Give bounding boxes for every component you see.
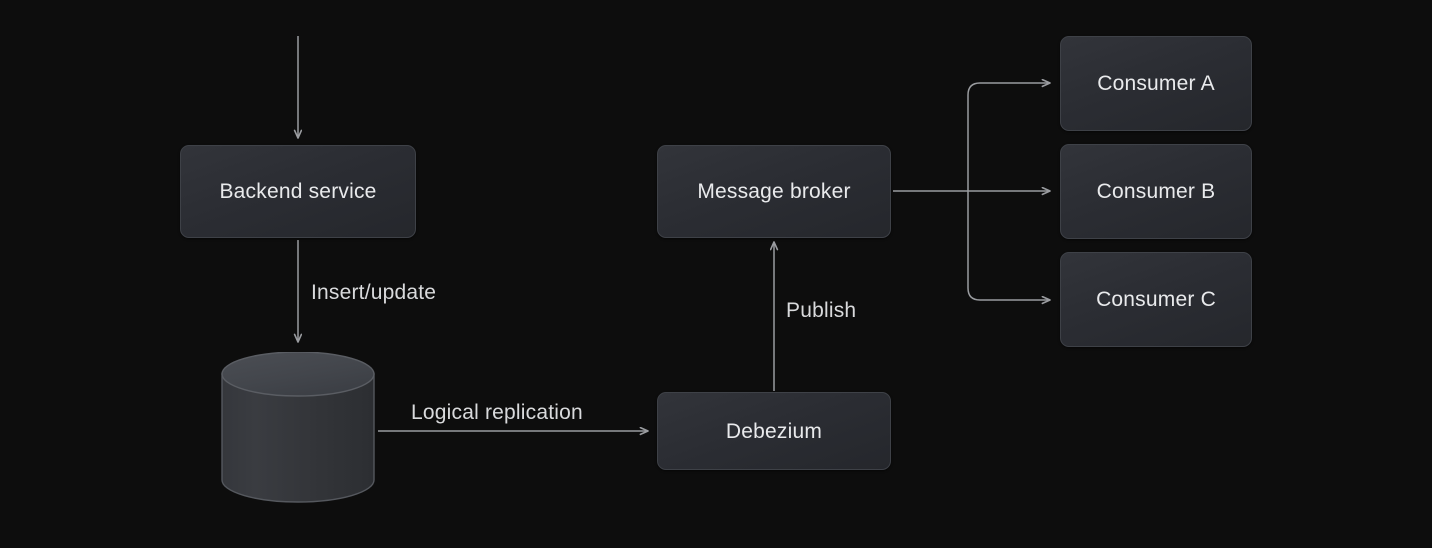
node-consumer-a[interactable]: Consumer A xyxy=(1060,36,1252,131)
edge-broker-to-consumer-c xyxy=(967,191,1050,300)
node-debezium-label: Debezium xyxy=(725,419,823,443)
node-consumer-c-label: Consumer C xyxy=(1096,288,1216,311)
edge-label-logical-replication: Logical replication xyxy=(411,401,583,424)
node-message-broker[interactable]: Message broker xyxy=(657,145,891,238)
node-consumer-a-label: Consumer A xyxy=(1097,72,1215,95)
node-database[interactable] xyxy=(218,352,382,512)
node-debezium[interactable]: Debezium xyxy=(657,392,891,470)
node-consumer-b[interactable]: Consumer B xyxy=(1060,144,1252,239)
node-message-broker-label: Message broker xyxy=(697,180,851,203)
node-consumer-c[interactable]: Consumer C xyxy=(1060,252,1252,347)
node-backend-service[interactable]: Backend service xyxy=(180,145,416,238)
edge-label-publish: Publish xyxy=(786,299,857,322)
node-consumer-b-label: Consumer B xyxy=(1096,180,1216,203)
edge-label-insert-update: Insert/update xyxy=(311,281,437,304)
edge-broker-to-consumer-a xyxy=(967,83,1050,191)
node-backend-service-label: Backend service xyxy=(219,180,377,203)
